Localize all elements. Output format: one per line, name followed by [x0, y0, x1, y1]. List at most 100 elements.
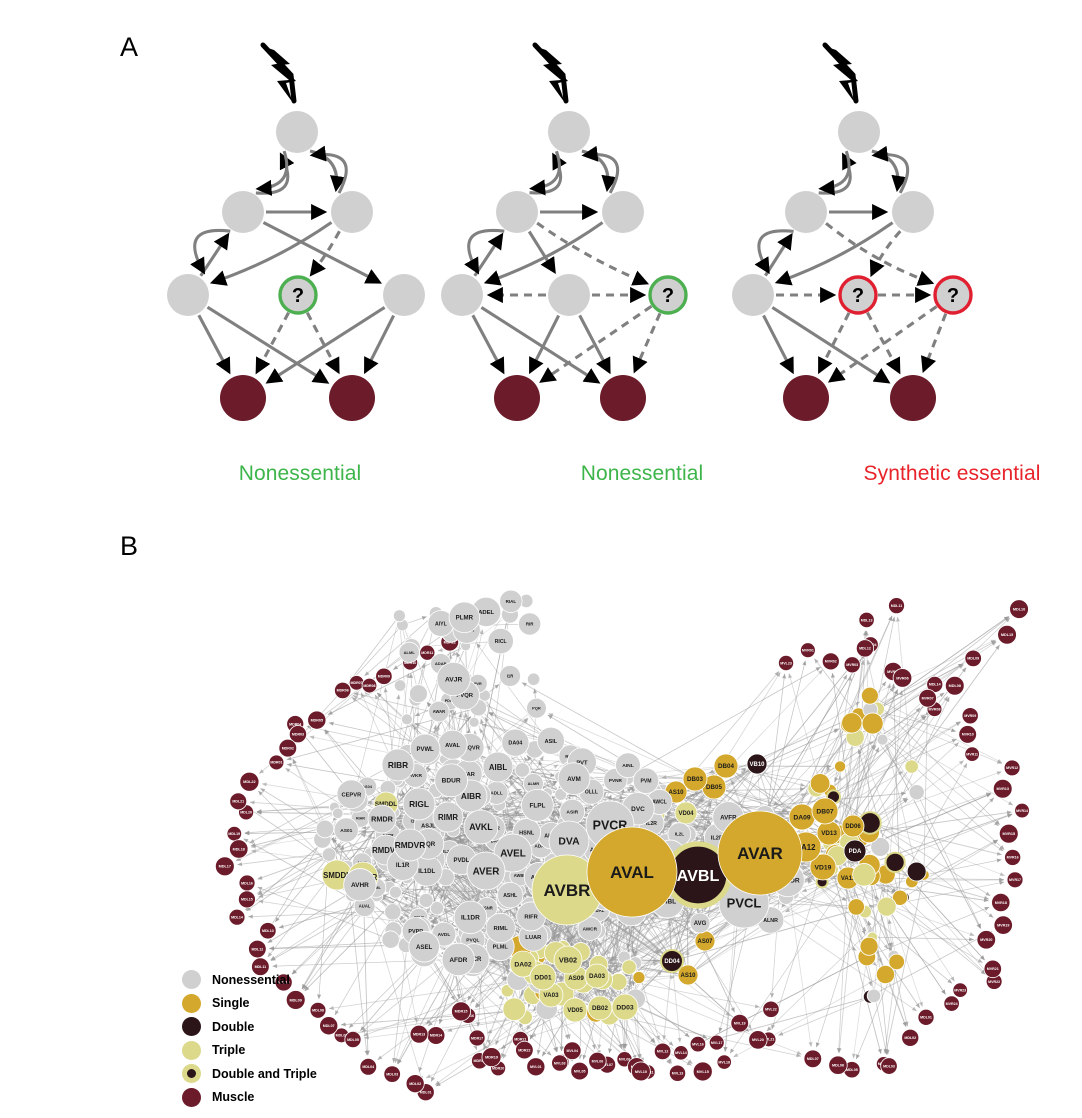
network-edge [416, 702, 419, 742]
network-edge [521, 682, 685, 774]
network-edge [737, 657, 858, 806]
edge-arrowhead [699, 798, 705, 804]
neuron-node [884, 851, 906, 874]
dashed-edge [305, 311, 340, 375]
hub-neuron-node: AVKL [463, 809, 499, 845]
network-edge [923, 710, 928, 870]
edge-arrowhead [250, 842, 256, 847]
edge-arrowhead [867, 920, 872, 926]
node-label: PVWL [417, 747, 435, 753]
network-edge [903, 903, 955, 982]
node-label: MDR20 [492, 1067, 504, 1071]
node-label: RMDVR [395, 840, 425, 850]
muscle-node: MDL11 [888, 597, 905, 615]
node-label: MDL18 [233, 847, 245, 851]
edge-arrowhead [559, 1046, 564, 1052]
edge-arrowhead [601, 792, 607, 798]
edge-arrowhead [886, 683, 891, 689]
edge-arrowhead [918, 1001, 923, 1007]
hub-neuron-node: RMDR [367, 804, 397, 834]
edge-arrowhead [993, 821, 999, 826]
edge-arrowhead [363, 1032, 369, 1036]
edge-arrowhead [456, 993, 461, 999]
node-label: MDL21 [232, 800, 244, 804]
edge-arrowhead [409, 673, 414, 678]
network-edge [632, 926, 692, 954]
edge-arrowhead [861, 929, 866, 935]
node-label: AWCR [583, 926, 598, 932]
node-label: MDL14 [231, 916, 243, 920]
node-label: MDL13 [262, 929, 274, 933]
edge-arrowhead [258, 790, 263, 796]
network-edge [870, 839, 998, 910]
node-label: MVL18 [718, 1060, 730, 1064]
neuron-node [276, 111, 318, 153]
network-edge [605, 983, 674, 1047]
muscle-node: MDR08 [361, 677, 378, 694]
edge-arrowhead [866, 659, 871, 665]
node-label: PVCL [727, 896, 762, 911]
edge-arrowhead [511, 790, 516, 795]
edge-arrowhead [903, 798, 909, 804]
query-symbol: ? [852, 285, 864, 307]
dashed-edge [866, 311, 901, 375]
edge-arrowhead [550, 773, 556, 778]
muscle-node: MDL02 [901, 1028, 920, 1047]
network-edge [536, 910, 690, 1038]
network-edge [663, 971, 672, 1040]
edge-arrowhead [278, 924, 284, 929]
edge-arrowhead [951, 739, 957, 743]
edge-arrowhead [456, 652, 461, 658]
edge-arrowhead [432, 916, 438, 921]
edge-arrowhead [838, 775, 843, 780]
edge-arrowhead [766, 1026, 772, 1032]
network-edge [855, 969, 894, 1060]
neuron-node [401, 713, 413, 726]
node-label: MDR22 [518, 1048, 530, 1052]
node-label: MDR05 [311, 718, 323, 722]
edge-arrowhead [796, 1050, 802, 1055]
node-label: DA09 [793, 814, 811, 821]
network-edge [890, 763, 968, 899]
node-label: RIML [493, 926, 508, 932]
muscle-node: MDL19 [226, 825, 242, 842]
edge-arrowhead [421, 663, 426, 669]
edge-arrowhead [826, 764, 832, 769]
hub-neuron-node: AS07 [694, 930, 716, 952]
network-edge [884, 969, 897, 1054]
edge-arrowhead [920, 714, 926, 719]
edge-arrowhead [999, 877, 1004, 882]
neuron-node [383, 274, 425, 316]
neuron-node [332, 807, 344, 820]
neuron-node [384, 903, 402, 921]
network-edge [885, 880, 924, 1054]
edge-arrowhead [324, 730, 329, 735]
node-label: AVBR [544, 881, 591, 900]
node-label: MDL01 [920, 1016, 932, 1020]
edge-arrowhead [365, 1050, 370, 1056]
edge-arrowhead [983, 898, 989, 903]
network-edge [396, 917, 468, 1064]
node-label: DD03 [616, 1004, 634, 1011]
edge-arrowhead [260, 788, 266, 793]
node-label: MVR10 [962, 733, 974, 737]
muscle-node: MVL06 [588, 1051, 607, 1071]
neuron-node: PQR [526, 697, 547, 719]
node-label: MVL05 [574, 1069, 586, 1073]
edge-arrowhead [984, 906, 990, 911]
solid-edge [871, 145, 910, 194]
network-edge [256, 812, 366, 815]
edge-arrowhead [426, 767, 432, 772]
muscle-node: MDL18 [229, 839, 249, 859]
edge-arrowhead [431, 924, 435, 930]
muscle-node: MVL05 [570, 1061, 589, 1081]
edge-arrowhead [459, 837, 465, 843]
neuron-node: AVAL [437, 729, 468, 760]
muscle-node: MDL03 [383, 1065, 401, 1083]
hub-neuron-node: DB04 [713, 753, 739, 779]
network-edge [897, 616, 912, 760]
neuron-node [389, 885, 402, 899]
node-label: DA04 [508, 741, 522, 747]
edge-arrowhead [999, 845, 1005, 850]
edge-arrowhead [785, 908, 791, 913]
